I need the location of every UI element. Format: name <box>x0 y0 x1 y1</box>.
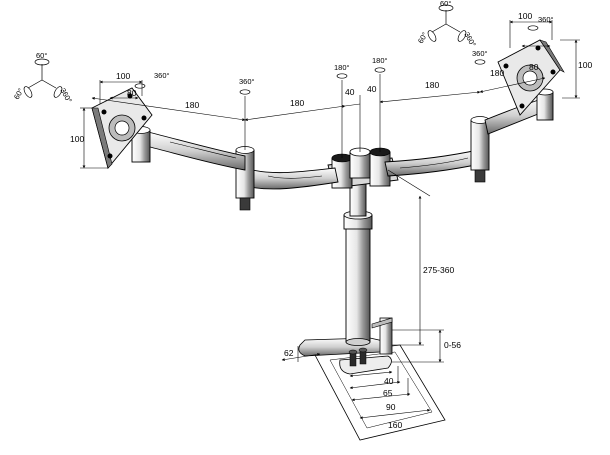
left-joint-rotation-label: 360° <box>239 77 255 86</box>
support-pole <box>343 179 373 346</box>
right-arm-segment-label: 180 <box>425 80 439 90</box>
left-vesa-width-label: 100 <box>116 71 130 81</box>
right-vesa-width-label: 100 <box>518 11 532 21</box>
base-40-label: 40 <box>384 376 394 386</box>
left-vesa-height-label: 100 <box>70 134 84 144</box>
right-outer-segment-label: 180 <box>490 68 504 78</box>
clamp-thickness-label: 0-56 <box>444 340 461 350</box>
left-arm <box>131 126 339 211</box>
clamp-depth-label: 62 <box>284 348 294 358</box>
base-65-label: 65 <box>383 388 393 398</box>
right-joint-rotation-label: 360° <box>472 49 488 58</box>
left-panel-rotation-label: 360° <box>154 71 170 80</box>
rotation-icons <box>134 25 539 95</box>
right-arm <box>384 88 554 183</box>
right-vesa-height-label: 100 <box>578 60 592 70</box>
right-tilt-axes-icon <box>427 4 467 42</box>
right-tilt-top-label: 60° <box>440 0 451 8</box>
base-90-label: 90 <box>386 402 396 412</box>
right-vesa-inner-label: 80 <box>529 62 539 72</box>
right-tilt-left-label: 60° <box>416 31 429 45</box>
rotation-labels: 360° 360° 180° 180° 360° 360° <box>154 15 554 86</box>
dimension-lines <box>80 20 580 420</box>
base-160-label: 160 <box>388 420 402 430</box>
pole-height-label: 275-360 <box>423 265 454 275</box>
right-tilt-right-label: 360° <box>462 31 478 49</box>
left-tilt-axes-icon <box>23 58 63 98</box>
left-vesa-inner-label: 80 <box>127 88 137 98</box>
clamp-base <box>298 317 446 441</box>
hub-right-rotation-label: 180° <box>372 56 388 65</box>
center-arm-segment-label: 180 <box>290 98 304 108</box>
left-arm-segment-label: 180 <box>185 100 199 110</box>
hub-offset-right-label: 40 <box>367 84 377 94</box>
left-tilt-right-label: 360° <box>58 87 74 105</box>
hub-left-rotation-label: 180° <box>334 63 350 72</box>
central-hub <box>327 147 399 189</box>
dimension-labels: 100 100 80 180 180 40 40 180 180 100 100… <box>70 11 592 430</box>
left-tilt-top-label: 60° <box>36 51 47 60</box>
hub-offset-left-label: 40 <box>345 87 355 97</box>
right-panel-rotation-label: 360° <box>538 15 554 24</box>
left-tilt-left-label: 60° <box>12 87 25 101</box>
tilt-axis-labels: 60° 60° 360° 60° 60° 360° <box>12 0 478 104</box>
